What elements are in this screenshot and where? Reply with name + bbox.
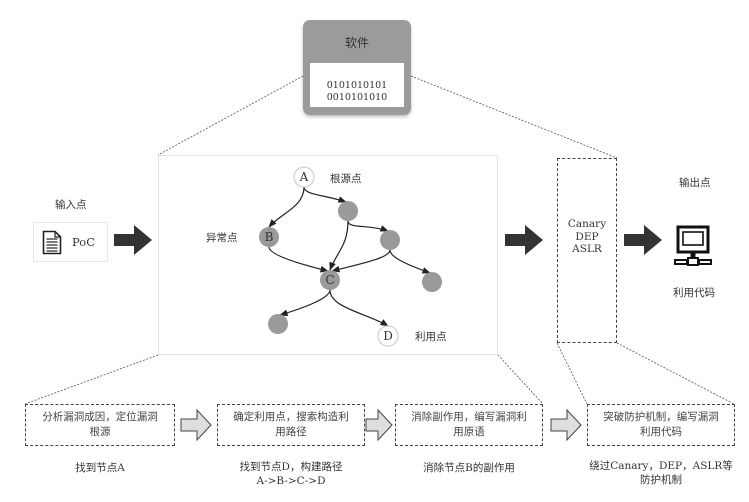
arrow-right-icon: [505, 225, 543, 255]
graph-node-n3: [422, 272, 442, 292]
edge-a-n1: [303, 186, 347, 203]
step-2-box: 确定利用点，搜索构造利用路径: [217, 404, 365, 446]
zoom-line-software-right: [410, 75, 618, 159]
edge-c-d: [329, 289, 389, 327]
protection-aslr: ASLR: [572, 243, 602, 255]
arrow-right-icon: [624, 225, 662, 255]
edge-n1-c: [329, 220, 349, 271]
zoom-line-protect-right: [616, 342, 735, 405]
output-caption: 利用代码: [673, 287, 715, 299]
note-line: 找到节点D，构建路径: [239, 461, 343, 473]
step-3-box: 消除副作用，编写漏洞利用原语: [395, 404, 543, 446]
graph-node-n4: [268, 314, 288, 334]
graph-node-label-d: D: [383, 329, 393, 343]
step-1-box: 分析漏洞成因，定位漏洞根源: [25, 404, 175, 446]
edge-c-n4: [279, 289, 331, 317]
poc-file: PoC: [33, 222, 108, 262]
graph-node-d: [377, 325, 399, 347]
protection-list: Canary DEP ASLR: [558, 218, 616, 256]
code-line: 0010101010: [326, 92, 388, 103]
graph-node-label-a: A: [299, 170, 309, 184]
note-line: 防护机制: [640, 474, 682, 486]
note-line: 消除节点B的副作用: [423, 462, 515, 474]
graph-node-c: [320, 270, 340, 290]
zoom-line-protect-left: [556, 342, 588, 405]
step-4-text: 突破防护机制，编写漏洞利用代码: [603, 411, 719, 438]
graph-node-label-c: C: [325, 273, 334, 287]
step-arrow-icon: [550, 408, 582, 442]
step-1-text: 分析漏洞成因，定位漏洞根源: [42, 411, 158, 438]
output-label: 输出点: [679, 177, 711, 189]
zoom-line-graph-left: [24, 354, 159, 405]
arrow-right-icon: [114, 225, 152, 255]
document-icon: [42, 230, 62, 255]
step-1-note: 找到节点A: [25, 461, 175, 475]
software-box: 软件 0101010101 0010101010: [303, 20, 411, 115]
edge-n2-c: [331, 249, 391, 273]
software-title: 软件: [344, 36, 369, 50]
step-3-note: 消除节点B的副作用: [385, 461, 553, 475]
graph-annotation-d: 利用点: [415, 331, 447, 343]
code-line: 0101010101: [326, 80, 388, 91]
protection-dep: DEP: [575, 230, 599, 243]
graph-node-a: [293, 166, 315, 188]
path-graph-panel: [158, 155, 498, 355]
edge-b-c: [268, 246, 329, 273]
protection-box: Canary DEP ASLR: [557, 158, 617, 343]
step-4-note: 绕过Canary，DEP，ASLR等 防护机制: [577, 459, 745, 487]
computer-network-icon: [674, 225, 712, 266]
poc-label: PoC: [72, 235, 95, 249]
edge-a-b: [268, 186, 305, 228]
graph-node-n1: [338, 201, 358, 221]
note-line: 绕过Canary，DEP，ASLR等: [589, 460, 733, 472]
step-2-text: 确定利用点，搜索构造利用路径: [233, 411, 349, 438]
zoom-line-software-left: [157, 75, 304, 156]
step-2-note: 找到节点D，构建路径 A->B->C->D: [207, 460, 375, 488]
edge-n1-n2: [347, 220, 389, 232]
step-3-text: 消除副作用，编写漏洞利用原语: [411, 411, 527, 438]
protection-canary: Canary: [567, 218, 607, 230]
input-label: 输入点: [55, 199, 87, 211]
zoom-line-graph-right: [497, 354, 544, 405]
graph-node-n2: [380, 230, 400, 250]
step-4-box: 突破防护机制，编写漏洞利用代码: [587, 404, 735, 446]
step-arrow-icon: [365, 408, 393, 442]
graph-node-b: [259, 227, 279, 247]
edge-n2-n3: [389, 249, 431, 274]
graph-annotation-b: 异常点: [206, 231, 238, 244]
note-line: A->B->C->D: [256, 475, 326, 487]
graph-annotation-a: 根源点: [330, 172, 362, 185]
software-code: 0101010101 0010101010: [310, 63, 404, 107]
graph-node-label-b: B: [265, 230, 274, 244]
step-arrow-icon: [180, 408, 212, 442]
note-line: 找到节点A: [75, 462, 125, 474]
